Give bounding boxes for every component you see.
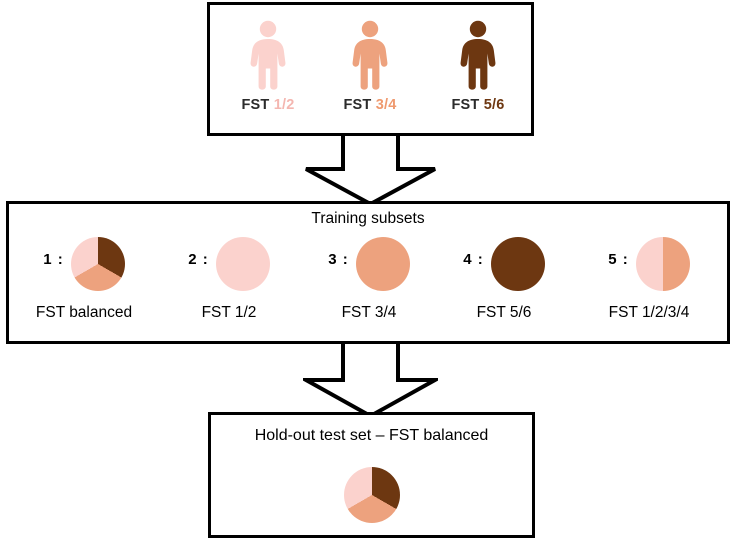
subset-5: 5 : FST 1/2/3/4 — [579, 237, 719, 322]
subset-caption: FST 1/2 — [201, 304, 257, 321]
subset-2: 2 : FST 1/2 — [159, 237, 299, 322]
subset-4: 4 : FST 5/6 — [434, 237, 574, 322]
subset-index: 4 : — [463, 251, 484, 268]
subset-2-row: 2 : — [159, 237, 299, 291]
holdout-test-set-box: Hold-out test set – FST balanced — [208, 412, 535, 538]
fst-group-medium: FST 3/4 — [320, 5, 420, 133]
subset-5-row: 5 : — [579, 237, 719, 291]
subset-4-row: 4 : — [434, 237, 574, 291]
fst-group-light: FST 1/2 — [218, 5, 318, 133]
subset-1: 1 : FST balanced — [14, 237, 154, 322]
fst-legend-label-medium: FST 3/4 — [344, 97, 397, 113]
fst-legend-label-dark: FST 5/6 — [452, 97, 505, 113]
subset-index: 1 : — [43, 251, 64, 268]
pie-chart-holdout-fst-balanced — [343, 467, 400, 523]
subset-index: 5 : — [608, 251, 629, 268]
holdout-test-set-title: Hold-out test set – FST balanced — [254, 427, 489, 444]
fst-legend-label-light: FST 1/2 — [242, 97, 295, 113]
pie-chart-fst-3-4 — [355, 237, 410, 291]
arrow-middle-to-bottom — [303, 340, 438, 420]
fst-legend-prefix: FST — [343, 97, 372, 113]
pie-chart-fst-balanced — [70, 237, 125, 291]
fst-legend-value: 1/2 — [273, 97, 295, 113]
subset-index: 2 : — [188, 251, 209, 268]
person-icon — [246, 20, 290, 90]
subset-index: 3 : — [328, 251, 349, 268]
pie-chart-fst-1-2-3-4 — [635, 237, 690, 291]
fst-legend-prefix: FST — [451, 97, 480, 113]
person-icon — [456, 20, 500, 90]
fst-legend-prefix: FST — [241, 97, 270, 113]
pie-chart-fst-5-6 — [490, 237, 545, 291]
subset-caption: FST 5/6 — [476, 304, 532, 321]
subset-caption: FST 3/4 — [341, 304, 397, 321]
person-icon — [348, 20, 392, 90]
subset-3-row: 3 : — [299, 237, 439, 291]
fst-group-dark: FST 5/6 — [428, 5, 528, 133]
subset-3: 3 : FST 3/4 — [299, 237, 439, 322]
subset-1-row: 1 : — [14, 237, 154, 291]
skin-tone-legend-box: FST 1/2 FST 3/4 — [207, 2, 534, 136]
training-subsets-title: Training subsets — [311, 210, 425, 227]
pie-chart-fst-1-2 — [215, 237, 270, 291]
subset-caption: FST 1/2/3/4 — [608, 304, 690, 321]
subset-caption: FST balanced — [35, 304, 133, 321]
fst-legend-value: 5/6 — [483, 97, 505, 113]
training-subsets-box: Training subsets 1 : FST balanced 2 : FS… — [6, 201, 730, 344]
arrow-top-to-middle — [303, 129, 438, 207]
fst-legend-value: 3/4 — [375, 97, 397, 113]
